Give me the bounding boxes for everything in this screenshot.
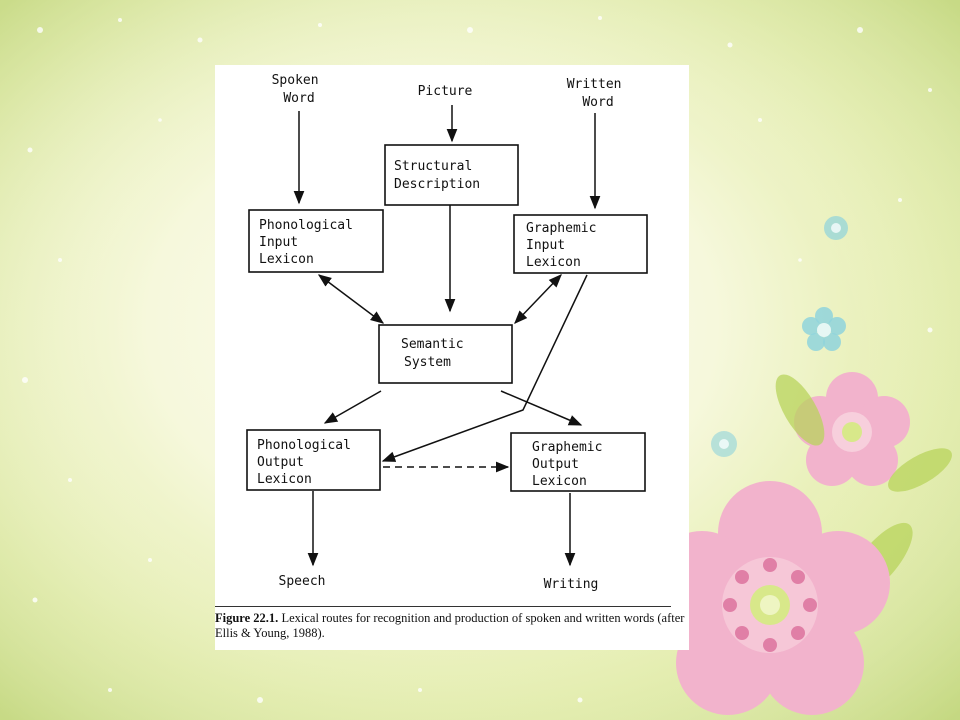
teal-flower-icon	[711, 431, 737, 457]
node-phonological-input-lexicon: Phonological Input Lexicon	[248, 209, 384, 273]
sparkle-dots	[22, 16, 933, 703]
node-graphemic-input-lexicon: Graphemic Input Lexicon	[513, 214, 648, 274]
input-label-picture: Picture	[418, 84, 473, 99]
figure-panel: Spoken Word Picture Written Word Structu…	[215, 65, 689, 650]
edge-graph-input-semantic	[514, 274, 562, 324]
node-semantic-system: Semantic System	[378, 324, 513, 384]
edge-phon-input-semantic	[317, 274, 385, 324]
input-label-written-word: Written Word	[567, 77, 630, 110]
caption-text: Lexical routes for recognition and produ…	[215, 611, 685, 640]
edge-graph-input-to-phon-output	[381, 274, 588, 462]
output-label-speech: Speech	[279, 574, 326, 589]
caption-label: Figure 22.1.	[215, 611, 279, 625]
svg-text:Graphemic Output: Graphemic Output Lexicon	[532, 440, 610, 489]
teal-flower-icon	[802, 307, 846, 351]
edge-semantic-to-phon-output	[323, 390, 382, 424]
svg-text:Phonological Output: Phonological Output Lexicon	[257, 438, 359, 487]
svg-text:Semantic System: Semantic System	[401, 337, 471, 370]
node-phonological-output-lexicon: Phonological Output Lexicon	[246, 429, 381, 491]
lexical-routes-diagram: Spoken Word Picture Written Word Structu…	[246, 73, 648, 592]
node-structural-description: Structural Description	[384, 144, 519, 206]
svg-text:Phonological Input: Phonological Input Lexicon	[259, 218, 361, 267]
edge-semantic-to-graph-output	[500, 390, 583, 426]
output-label-writing: Writing	[544, 577, 599, 592]
node-graphemic-output-lexicon: Graphemic Output Lexicon	[510, 432, 646, 492]
pink-flower-icon	[794, 372, 910, 486]
caption-divider	[215, 606, 671, 607]
large-pink-flower-icon	[650, 481, 890, 715]
svg-text:Structural Description: Structural Description	[394, 159, 480, 192]
input-label-spoken-word: Spoken Word	[272, 73, 327, 106]
figure-caption: Figure 22.1. Lexical routes for recognit…	[215, 611, 689, 641]
svg-text:Graphemic Input: Graphemic Input Lexicon	[526, 221, 604, 270]
teal-flower-icon	[824, 216, 848, 240]
